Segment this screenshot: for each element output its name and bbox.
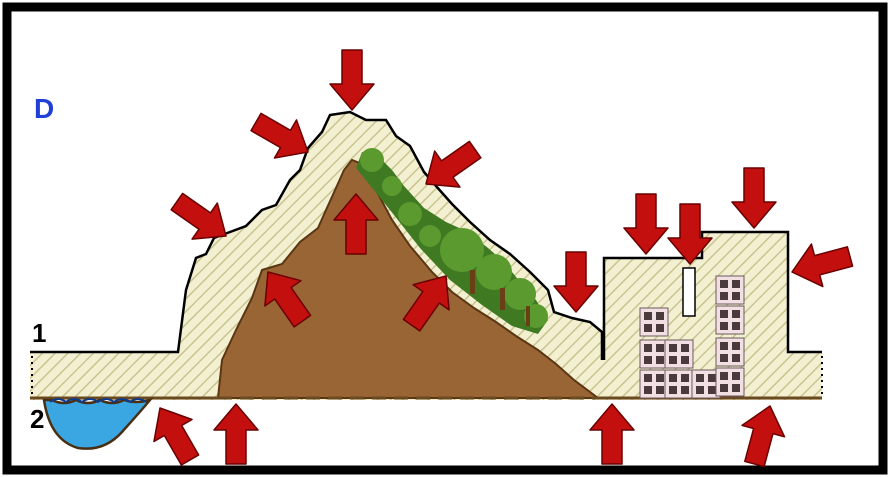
- arrow-bottom-right: [733, 400, 791, 469]
- arrow-building-side: [786, 235, 855, 293]
- arrow-bottom-left: [141, 397, 209, 471]
- arrow-bottom-3: [590, 404, 634, 464]
- panel-label: D: [34, 93, 54, 124]
- arrow-top: [330, 50, 374, 110]
- water-pond: [44, 400, 150, 449]
- arrow-saddle: [554, 252, 598, 312]
- building-slot: [683, 268, 695, 316]
- arrow-building-roof-1: [624, 194, 668, 254]
- arrow-bottom-2: [214, 404, 258, 464]
- level-label-1: 1: [32, 318, 46, 348]
- level-label-2: 2: [30, 404, 44, 434]
- arrow-building-roof-3: [732, 168, 776, 228]
